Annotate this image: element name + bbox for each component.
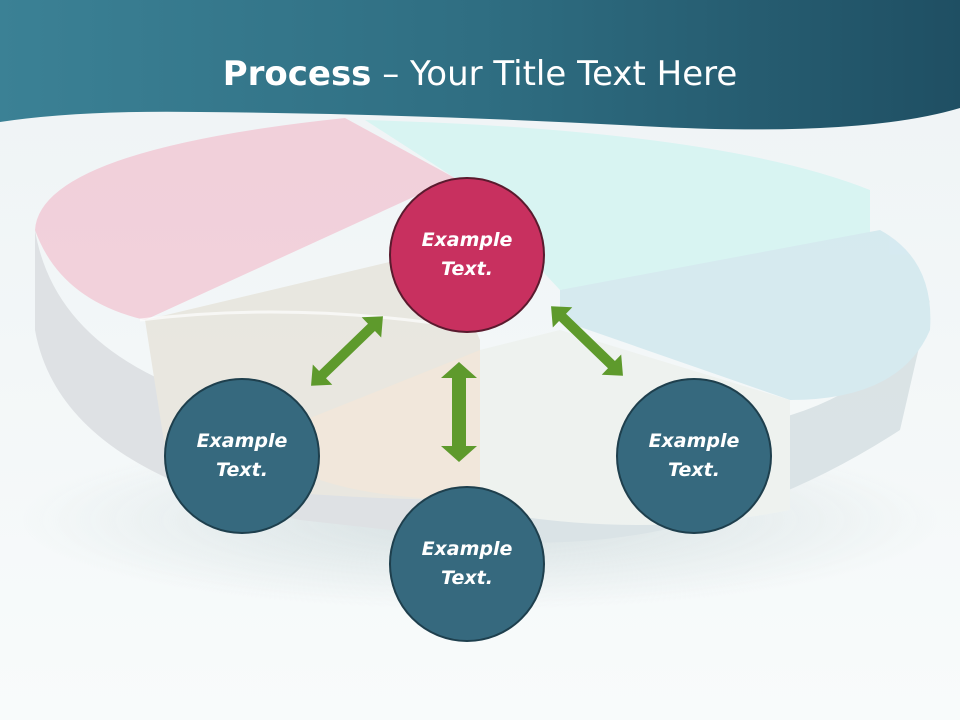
- page-title: Process – Your Title Text Here: [0, 48, 960, 100]
- arrows: [311, 306, 623, 462]
- arrow-vertical: [441, 362, 477, 462]
- arrow-top-right: [551, 306, 623, 376]
- node-bottom: Example Text.: [389, 486, 545, 642]
- node-top: Example Text.: [389, 177, 545, 333]
- title-bold: Process: [222, 54, 372, 94]
- arrow-top-left: [311, 316, 383, 386]
- node-right: Example Text.: [616, 378, 772, 534]
- node-top-label: Example Text.: [421, 229, 513, 280]
- node-left: Example Text.: [164, 378, 320, 534]
- node-bottom-label: Example Text.: [421, 538, 513, 589]
- node-right-label: Example Text.: [648, 430, 740, 481]
- header-band: [0, 0, 960, 130]
- title-rest: – Your Title Text Here: [371, 54, 738, 94]
- node-left-label: Example Text.: [196, 430, 288, 481]
